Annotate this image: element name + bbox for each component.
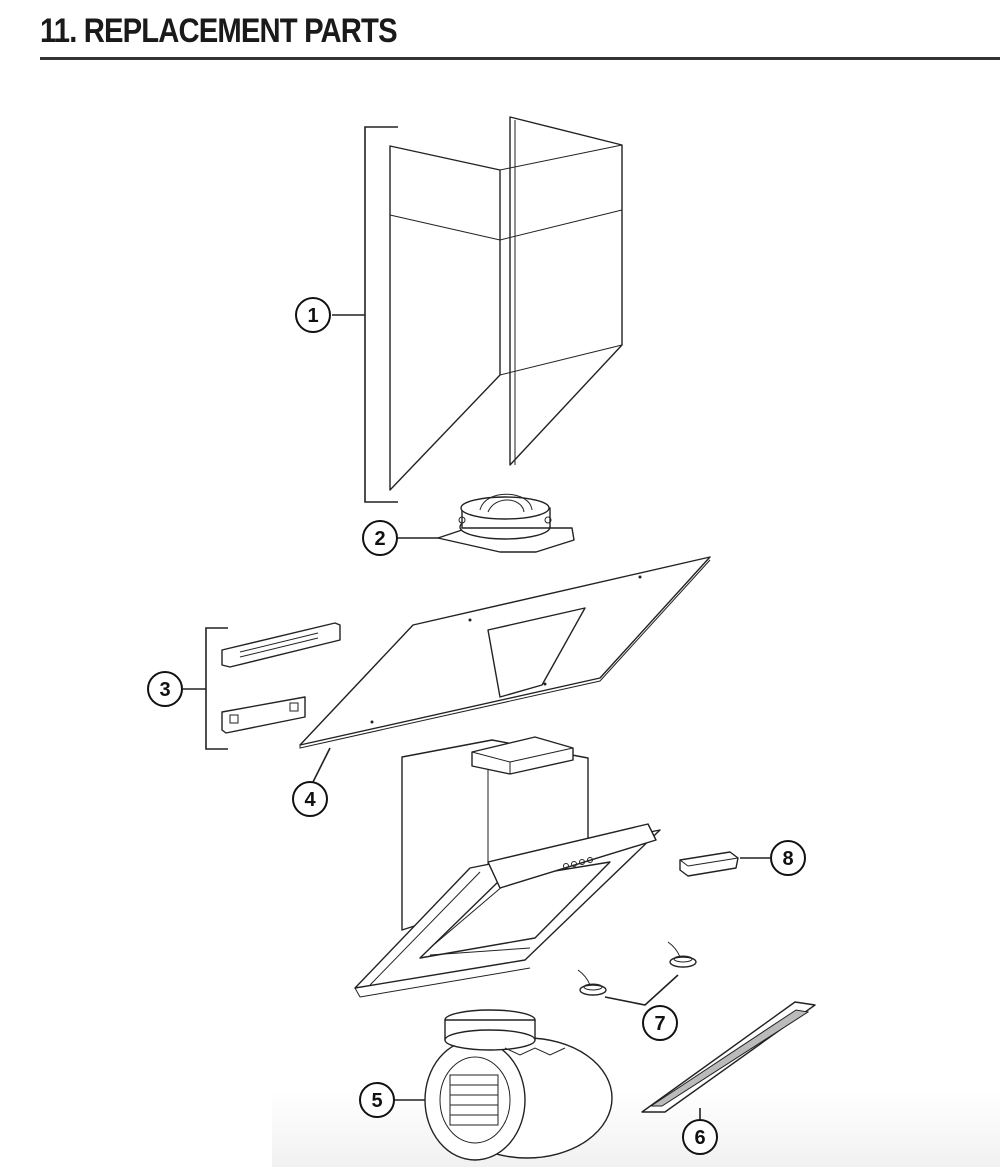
callout-6: 6 — [682, 1119, 718, 1155]
callout-7: 7 — [642, 1005, 678, 1041]
callout-6-label: 6 — [694, 1127, 705, 1149]
page-header: 11. REPLACEMENT PARTS — [40, 12, 1000, 60]
part-motor-fan — [393, 1009, 613, 1161]
part-grease-filter — [641, 1001, 816, 1125]
callout-4-label: 4 — [304, 789, 316, 811]
callout-3: 3 — [147, 671, 183, 707]
part-chimney-covers — [332, 116, 623, 503]
callout-7-label: 7 — [654, 1013, 665, 1035]
callout-3-label: 3 — [159, 679, 170, 701]
part-duct-connector — [396, 493, 575, 553]
callout-8: 8 — [770, 840, 806, 876]
callout-4: 4 — [292, 781, 328, 817]
callout-5: 5 — [359, 1082, 395, 1118]
part-mounting-brackets — [183, 622, 341, 750]
callout-1: 1 — [295, 297, 331, 333]
title-rule — [40, 57, 1000, 60]
part-control-panel — [679, 851, 770, 877]
callout-5-label: 5 — [371, 1090, 382, 1112]
callout-8-label: 8 — [782, 848, 793, 870]
part-led-lights — [577, 941, 697, 1006]
callout-2: 2 — [362, 520, 398, 556]
page-title: 11. REPLACEMENT PARTS — [40, 12, 398, 50]
callout-2-label: 2 — [374, 528, 385, 550]
part-hood-body — [354, 736, 661, 998]
part-glass-canopy — [299, 556, 711, 783]
callout-1-label: 1 — [307, 305, 318, 327]
